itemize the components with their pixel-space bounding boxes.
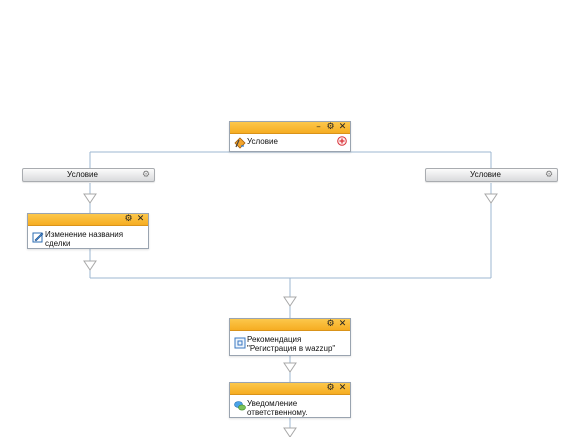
gear-icon[interactable]: ⚙ <box>326 122 335 132</box>
gear-icon[interactable]: ⚙ <box>326 383 335 393</box>
chat-bubbles-icon <box>234 401 246 411</box>
close-icon[interactable]: ✕ <box>338 383 347 393</box>
condition-title: Условие <box>247 137 278 146</box>
block-body: Рекомендация "Регистрация в wazzup" <box>230 331 350 355</box>
block-title: Изменение названия сделки <box>45 230 124 248</box>
flow-arrow-icon <box>484 193 498 204</box>
condition-icon <box>234 137 246 149</box>
flow-arrow-icon <box>283 362 297 373</box>
branch-label: Условие <box>470 170 501 179</box>
branch-bar-right[interactable]: Условие ⚙ <box>425 168 558 182</box>
block-body: Изменение названия сделки <box>28 226 148 248</box>
block-body: Уведомление ответственному. <box>230 395 350 417</box>
flow-arrow-icon <box>83 260 97 271</box>
rename-deal-block[interactable]: ⚙ ✕ Изменение названия сделки <box>27 213 149 249</box>
flow-arrow-icon <box>283 296 297 307</box>
gear-icon[interactable]: ⚙ <box>141 170 151 180</box>
gear-icon[interactable]: ⚙ <box>124 214 133 224</box>
close-icon[interactable]: ✕ <box>136 214 145 224</box>
block-header: – ⚙ ✕ <box>230 122 350 134</box>
branch-label: Условие <box>67 170 98 179</box>
condition-block[interactable]: – ⚙ ✕ Условие <box>229 121 351 152</box>
block-header: ⚙ ✕ <box>230 383 350 395</box>
block-header: ⚙ ✕ <box>28 214 148 226</box>
edit-icon <box>32 232 44 243</box>
block-header: ⚙ ✕ <box>230 319 350 331</box>
branch-bar-left[interactable]: Условие ⚙ <box>22 168 155 182</box>
close-icon[interactable]: ✕ <box>338 319 347 329</box>
block-title: Уведомление ответственному. <box>247 399 308 417</box>
close-icon[interactable]: ✕ <box>338 122 347 132</box>
notification-block[interactable]: ⚙ ✕ Уведомление ответственному. <box>229 382 351 418</box>
add-condition-icon[interactable] <box>337 136 347 146</box>
gear-icon[interactable]: ⚙ <box>544 170 554 180</box>
recommendation-block[interactable]: ⚙ ✕ Рекомендация "Регистрация в wazzup" <box>229 318 351 356</box>
gear-icon[interactable]: ⚙ <box>326 319 335 329</box>
block-title: Рекомендация "Регистрация в wazzup" <box>247 335 336 353</box>
block-body: Условие <box>230 134 350 151</box>
recommendation-icon <box>234 337 246 349</box>
minimize-icon[interactable]: – <box>316 122 321 132</box>
flow-arrow-icon <box>283 427 297 437</box>
flow-arrow-icon <box>83 193 97 204</box>
